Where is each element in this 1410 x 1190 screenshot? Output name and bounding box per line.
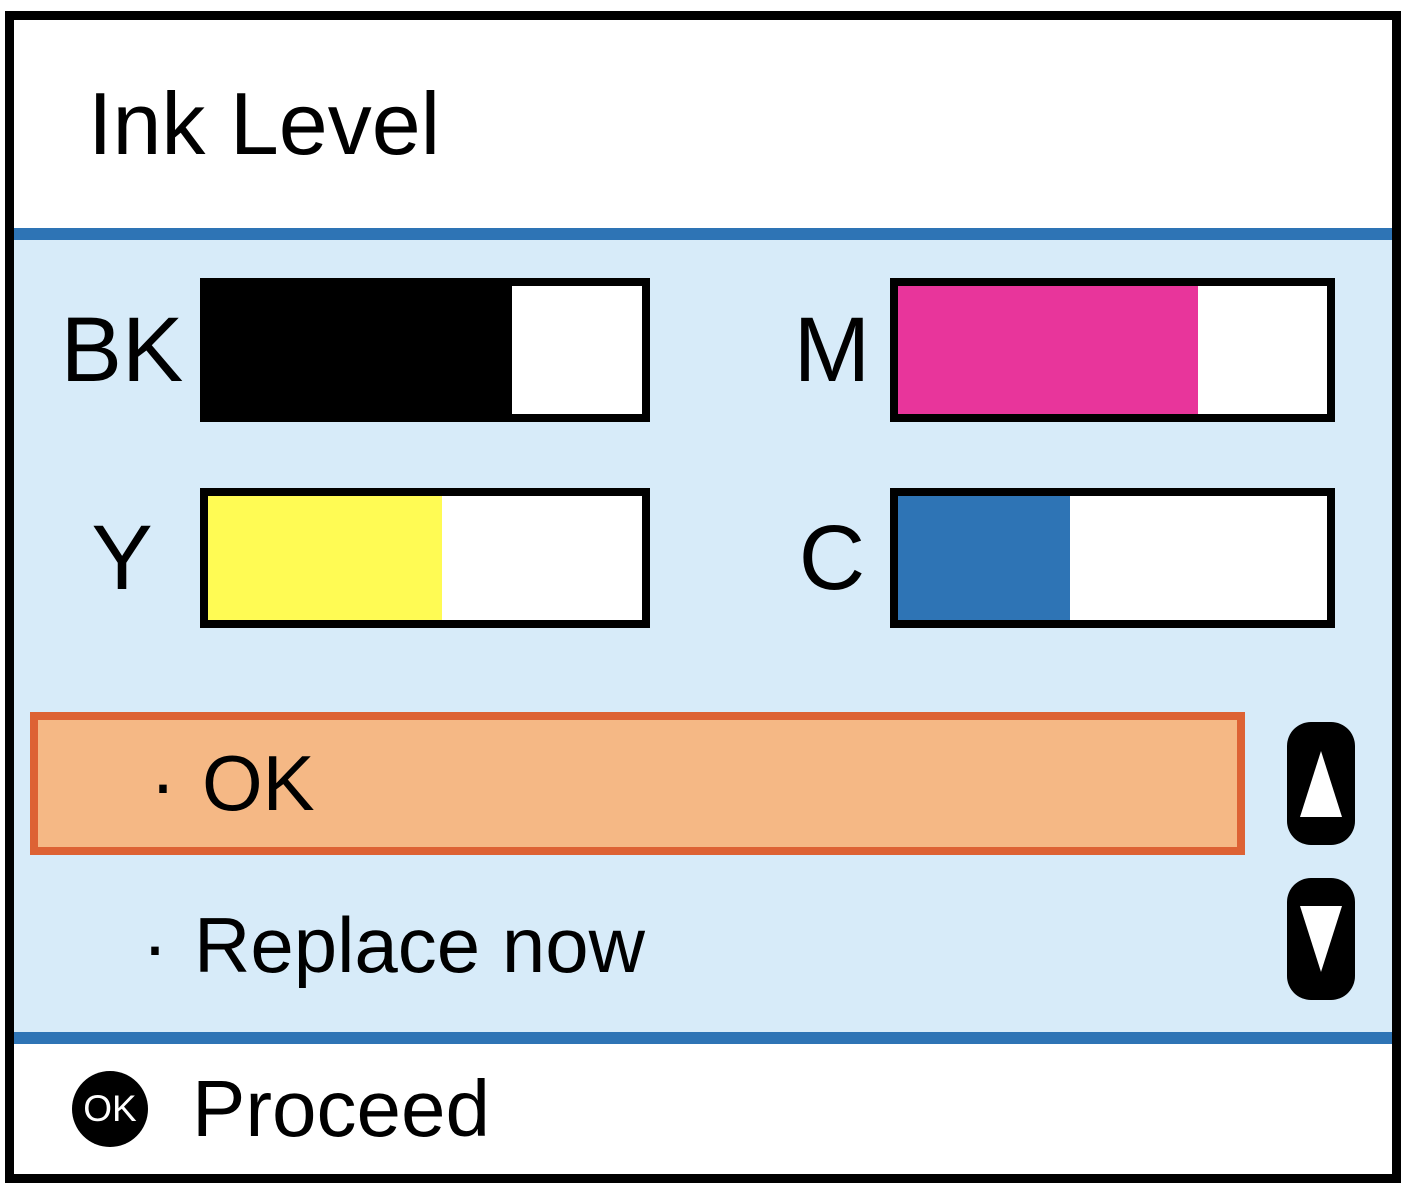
ink-level-panel: BK M Y C · OK · Replace now — [14, 240, 1392, 1032]
up-triangle-icon — [1300, 750, 1342, 817]
ink-fill-bk — [208, 286, 512, 414]
menu-option-ok-label: OK — [201, 739, 315, 827]
ink-label-c: C — [798, 506, 866, 609]
proceed-label: Proceed — [192, 1064, 490, 1153]
scroll-up-button[interactable] — [1287, 722, 1355, 845]
window-frame: Ink Level BK M Y C · OK — [5, 11, 1401, 1183]
ink-gauge-m — [890, 278, 1335, 422]
scroll-down-button[interactable] — [1287, 878, 1355, 1000]
ink-bar-cyan: C — [774, 488, 1335, 628]
menu-option-replace-now-label: Replace now — [193, 901, 645, 989]
header-divider — [14, 228, 1392, 240]
ink-gauge-bk — [200, 278, 650, 422]
ink-gauge-y — [200, 488, 650, 628]
ink-bar-yellow: Y — [44, 488, 650, 628]
footer-divider — [14, 1032, 1392, 1044]
bullet-icon: · — [150, 739, 176, 827]
ink-fill-y — [208, 496, 443, 620]
ink-label-bk: BK — [60, 298, 184, 401]
ink-label-m: M — [793, 298, 871, 401]
page-title: Ink Level — [88, 74, 441, 173]
down-triangle-icon — [1300, 906, 1342, 972]
menu-option-replace-now[interactable]: · Replace now — [30, 874, 1245, 1017]
ink-fill-m — [898, 286, 1199, 414]
ink-fill-c — [898, 496, 1070, 620]
ink-bar-magenta: M — [774, 278, 1335, 422]
bullet-icon: · — [142, 901, 168, 989]
ink-gauge-c — [890, 488, 1335, 628]
ink-label-y: Y — [91, 506, 153, 609]
ink-bar-black: BK — [44, 278, 650, 422]
footer: OK Proceed — [14, 1044, 1392, 1174]
ok-button-icon[interactable]: OK — [72, 1071, 148, 1147]
header: Ink Level — [14, 20, 1392, 228]
menu-option-ok[interactable]: · OK — [30, 712, 1245, 855]
